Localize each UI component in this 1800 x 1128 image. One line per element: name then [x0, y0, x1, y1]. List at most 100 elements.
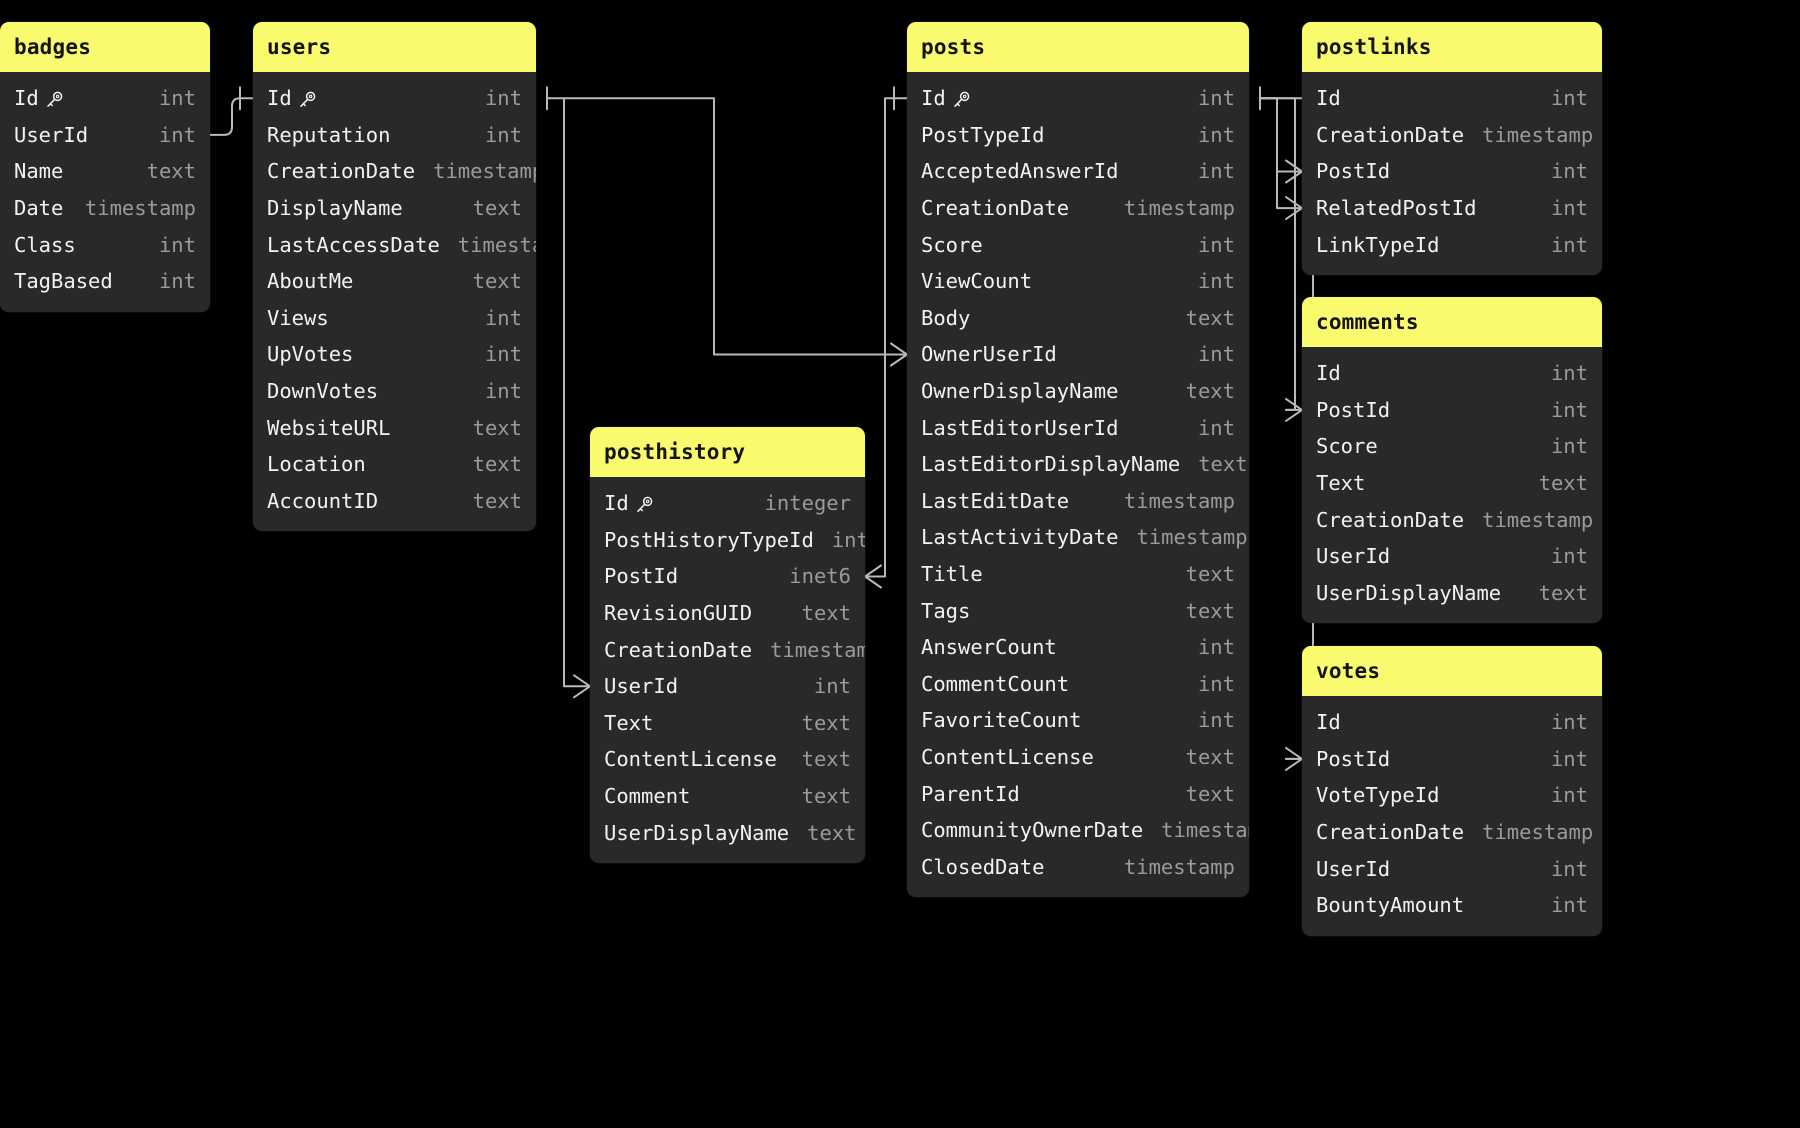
field-name-label: CommentCount [921, 671, 1070, 696]
field-type: text [472, 415, 522, 440]
field-type: int [158, 269, 196, 294]
field-name-label: CommunityOwnerDate [921, 818, 1144, 843]
field-row[interactable]: CommentCount int [907, 666, 1249, 703]
field-name: RevisionGUID [604, 601, 752, 625]
field-name-label: Text [1316, 471, 1366, 496]
field-type: int [1550, 710, 1588, 735]
table-title-postlinks: postlinks [1302, 22, 1602, 72]
field-row[interactable]: LastAccessDatetimestamp [253, 226, 536, 263]
field-type: int [1197, 671, 1235, 696]
field-name: Score [1316, 434, 1378, 458]
field-name: UserId [14, 123, 88, 147]
field-row[interactable]: CommunityOwnerDatetimestamp [907, 812, 1249, 849]
field-name-label: PostTypeId [921, 122, 1045, 147]
field-name: CommunityOwnerDate [921, 818, 1143, 842]
field-name: Reputation [267, 123, 390, 147]
field-name-label: CreationDate [1316, 507, 1465, 532]
field-name: Id [267, 86, 316, 110]
field-name: PostHistoryTypeId [604, 528, 814, 552]
field-type: int [1550, 856, 1588, 881]
field-name-label: CreationDate [1316, 820, 1465, 845]
field-type: timestamp [1123, 196, 1235, 221]
field-type: int [1197, 122, 1235, 147]
connector-badges-userid-users-id [209, 97, 254, 136]
field-row[interactable]: PostTypeId int [907, 117, 1249, 154]
field-name: Id [604, 491, 653, 515]
